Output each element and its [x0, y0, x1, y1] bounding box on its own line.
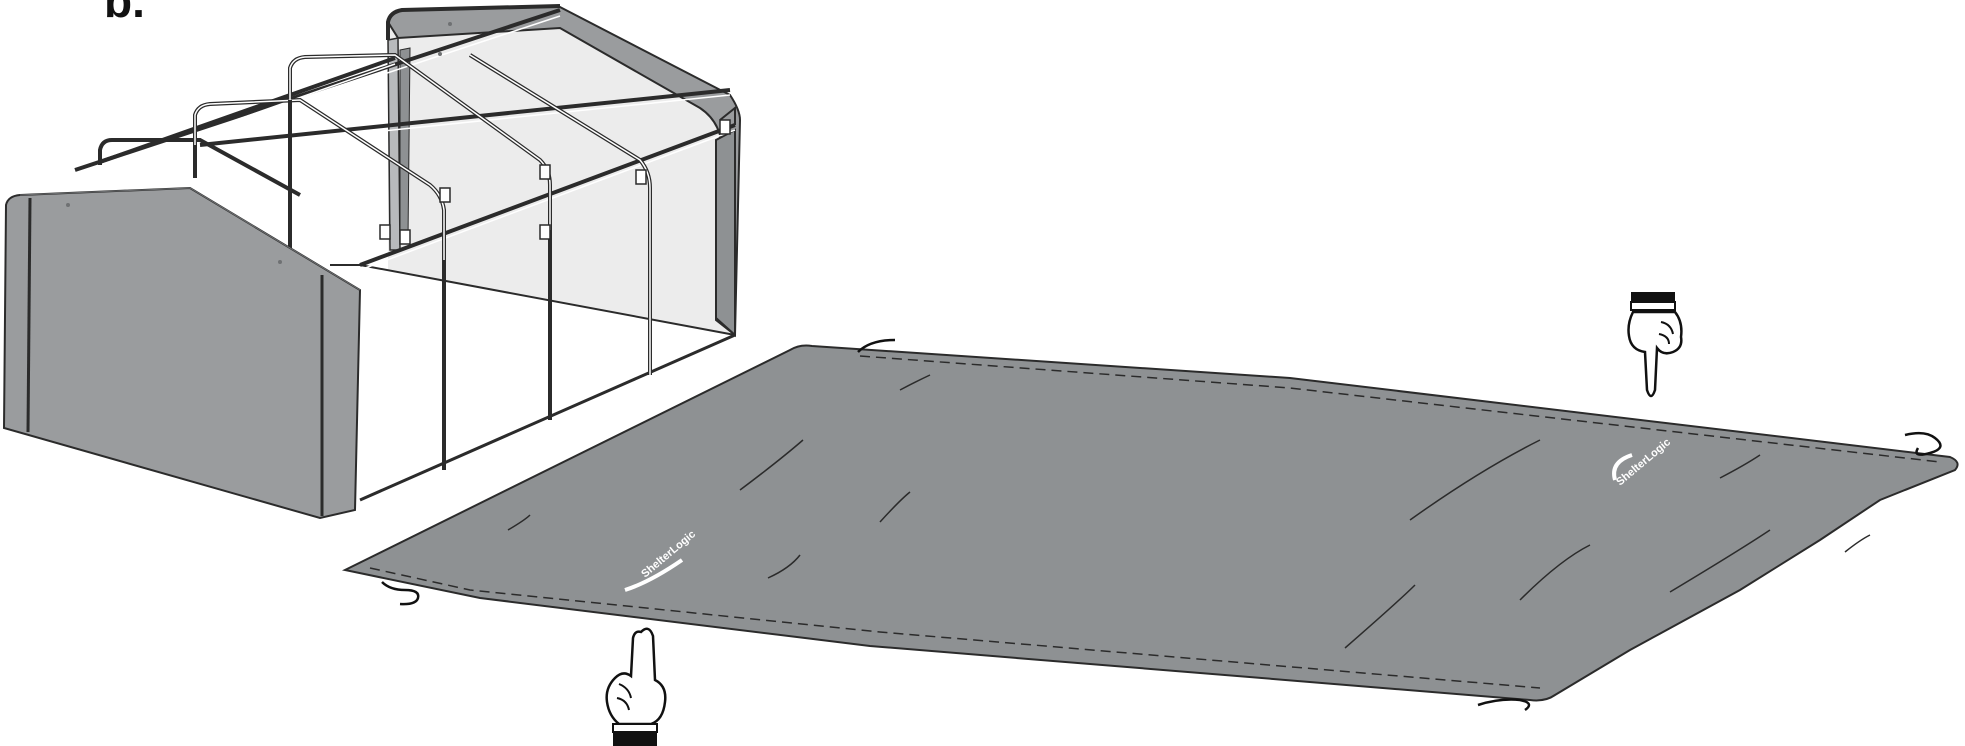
- pointing-hand-down-icon: [1629, 292, 1682, 396]
- pointing-hand-up-icon: [607, 629, 666, 746]
